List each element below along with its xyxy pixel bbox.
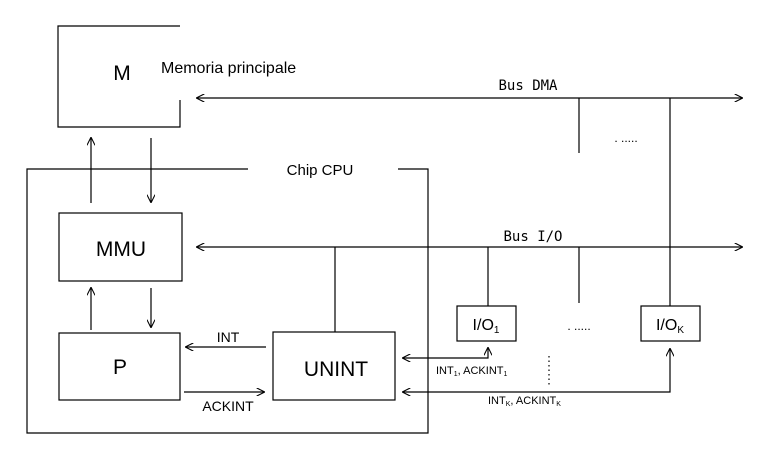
cpu-chip-border bbox=[26, 168, 429, 434]
cpu-chip-label: Chip CPU bbox=[287, 162, 354, 179]
memory-caption: Memoria principale bbox=[161, 60, 296, 77]
processor-label: P bbox=[113, 356, 127, 379]
processor-block bbox=[58, 332, 181, 401]
mmu-label: MMU bbox=[96, 238, 146, 261]
unint-block bbox=[272, 331, 396, 401]
intk-connection bbox=[403, 349, 670, 392]
intk-ackintk-label: INTK, ACKINTK bbox=[488, 395, 561, 408]
io1-device-label: I/O1 bbox=[473, 317, 500, 336]
bus-dma-ellipsis: . ..... bbox=[614, 131, 637, 145]
mmu-block bbox=[58, 212, 183, 282]
unint-label: UNINT bbox=[304, 358, 368, 381]
int1-connection bbox=[403, 348, 488, 358]
bus-io-label: Bus I/O bbox=[503, 229, 562, 245]
iok-device-label: I/OK bbox=[656, 317, 684, 336]
int1-ackint1-label: INT1, ACKINT1 bbox=[436, 365, 507, 378]
memory-label: M bbox=[113, 62, 131, 85]
bus-io-ellipsis: . ..... bbox=[567, 319, 590, 333]
bus-dma-label: Bus DMA bbox=[498, 78, 558, 94]
ackint-label: ACKINT bbox=[202, 398, 254, 414]
memory-block bbox=[57, 25, 181, 128]
io1-device-box bbox=[456, 305, 517, 342]
int-label: INT bbox=[217, 329, 240, 345]
